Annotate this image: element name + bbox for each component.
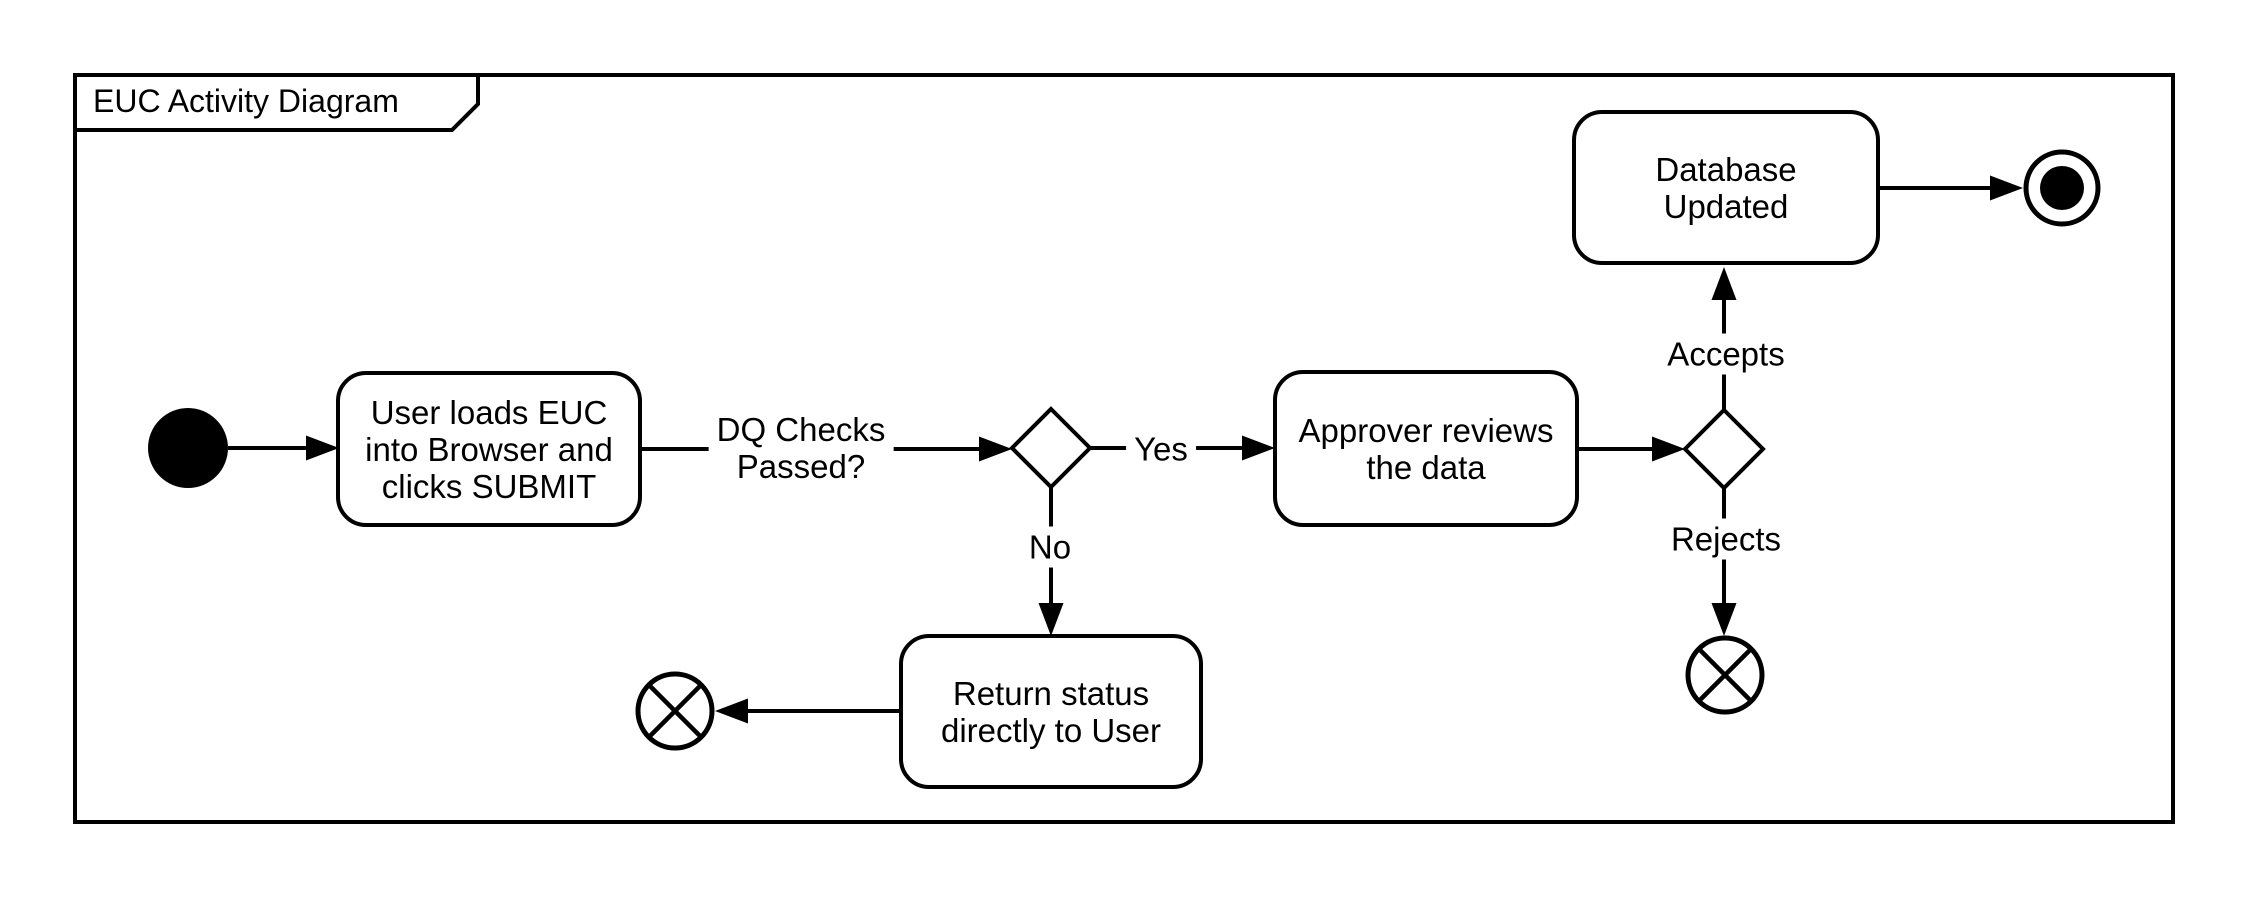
arrowhead-initial-to-load (306, 435, 339, 461)
activity-load-euc-box (336, 371, 642, 527)
arrowhead-rejects (1711, 603, 1737, 636)
activity-return-status-label: Return status directly to User (940, 674, 1162, 749)
frame-border (73, 73, 2175, 824)
arrowhead-accepts (1711, 267, 1737, 300)
edge-label-no: No (1020, 526, 1080, 568)
edge-label-yes: Yes (1126, 428, 1196, 470)
arrowhead-approver-to-decision (1652, 436, 1685, 462)
initial-node (148, 408, 228, 488)
frame-title: EUC Activity Diagram (93, 83, 399, 119)
activity-load-euc-label: User loads EUC into Browser and clicks S… (365, 393, 613, 505)
edge-label-accepts: Accepts (1659, 333, 1793, 375)
arrowhead-load-to-dq-decision (979, 436, 1012, 462)
flow-final-left-x-icon (647, 683, 703, 739)
activity-approver-review-box (1273, 370, 1579, 527)
edge-label-dq-question: DQ Checks Passed? (708, 409, 894, 487)
arrowhead-yes (1242, 435, 1275, 461)
arrowhead-database-to-final (1990, 175, 2023, 201)
decision-approver-diamond (1682, 407, 1766, 491)
frame-title-tab (73, 73, 480, 132)
decision-dq-diamond (1009, 406, 1093, 490)
arrowhead-no (1038, 603, 1064, 636)
arrowhead-return-to-flow-final (715, 698, 748, 724)
final-node-inner-circle (2040, 166, 2084, 210)
activity-database-updated-box (1572, 110, 1880, 265)
activity-approver-review-label: Approver reviews the data (1298, 411, 1554, 486)
activity-database-updated-label: Database Updated (1655, 150, 1797, 225)
activity-return-status-box (899, 634, 1203, 789)
edge-label-rejects: Rejects (1662, 518, 1790, 560)
flow-final-right-x-icon (1697, 647, 1753, 703)
